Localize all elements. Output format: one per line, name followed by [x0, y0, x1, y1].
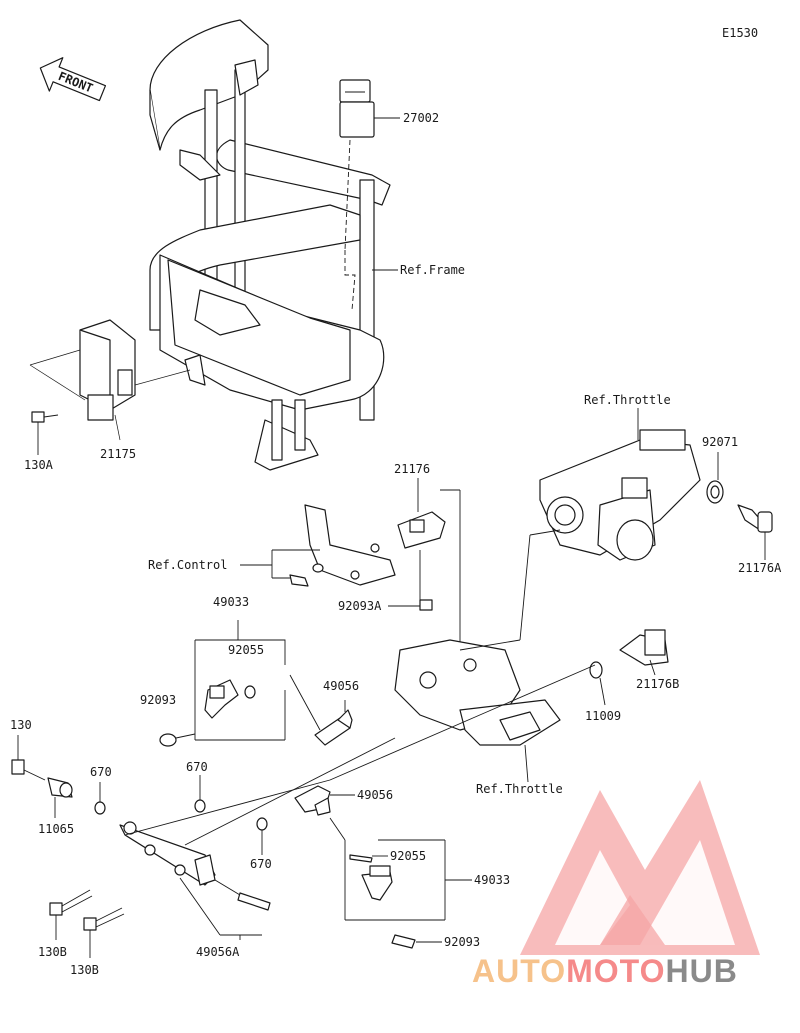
- label-49056A: 49056A: [196, 945, 240, 959]
- label-21176A: 21176A: [738, 561, 782, 575]
- grommet-92071: [706, 452, 724, 504]
- label-130: 130: [10, 718, 32, 732]
- oring-670-c: [256, 817, 268, 855]
- label-92093A: 92093A: [338, 599, 382, 613]
- bolt-130A: [31, 411, 59, 455]
- svg-text:AUTOMOTOHUB: AUTOMOTOHUB: [472, 953, 738, 989]
- connector-49056-mid: [294, 785, 355, 816]
- oring-670-a: [94, 782, 106, 815]
- automotohub-logo: [520, 780, 760, 955]
- label-130B-b: 130B: [70, 963, 99, 977]
- ecu-21175: [29, 319, 191, 441]
- label-670-c: 670: [250, 857, 272, 871]
- label-670-b: 670: [186, 760, 208, 774]
- label-92055-bottom: 92055: [390, 849, 426, 863]
- nut-92093A: [388, 599, 433, 611]
- front-label: FRONT: [56, 69, 95, 96]
- frame: [149, 19, 391, 471]
- damper-11065: [47, 777, 73, 818]
- label-92093-top: 92093: [140, 693, 176, 707]
- relay-27002: [339, 79, 400, 251]
- bolt-130B-b: [83, 907, 125, 958]
- label-92071: 92071: [702, 435, 738, 449]
- label-21175: 21175: [100, 447, 136, 461]
- label-49056-mid: 49056: [357, 788, 393, 802]
- label-49056-top: 49056: [323, 679, 359, 693]
- label-21176: 21176: [394, 462, 430, 476]
- injector-assembly-top: [159, 620, 286, 747]
- sensor-21176A: [737, 504, 773, 560]
- label-21176B: 21176B: [636, 677, 679, 691]
- watermark-hub: HUB: [665, 953, 737, 989]
- label-670-a: 670: [90, 765, 112, 779]
- label-27002: 27002: [403, 111, 439, 125]
- watermark-moto: MOTO: [566, 953, 665, 989]
- label-11009: 11009: [585, 709, 621, 723]
- label-ref-control: Ref.Control: [148, 558, 227, 572]
- oring-670-b: [194, 775, 206, 813]
- watermark-auto: AUTO: [472, 953, 566, 989]
- label-ref-throttle-top: Ref.Throttle: [584, 393, 671, 407]
- throttle-lower: [394, 529, 561, 783]
- ref-frame-leader: [344, 250, 398, 311]
- bolt-130B-a: [49, 889, 93, 940]
- connector-49056-top: [289, 674, 353, 746]
- label-92055-top: 92055: [228, 643, 264, 657]
- label-130A: 130A: [24, 458, 54, 472]
- injector-assembly-bottom: [329, 817, 472, 949]
- bolt-130: [11, 735, 46, 781]
- sensor-21176B: [619, 629, 669, 676]
- ref-control-leader: [240, 549, 324, 587]
- label-49033-top: 49033: [213, 595, 249, 609]
- bracket: [304, 504, 396, 586]
- sensor-21176: [397, 478, 461, 650]
- diagram-code: E1530: [722, 26, 758, 40]
- front-arrow: FRONT: [39, 57, 107, 102]
- oring-11009: [329, 661, 606, 781]
- label-ref-frame: Ref.Frame: [400, 263, 465, 277]
- leader-49056A: [179, 877, 262, 940]
- fuel-rail: [119, 737, 396, 911]
- throttle-body: [539, 408, 701, 561]
- label-130B-a: 130B: [38, 945, 67, 959]
- label-11065: 11065: [38, 822, 74, 836]
- label-92093-bottom: 92093: [444, 935, 480, 949]
- label-49033-bottom: 49033: [474, 873, 510, 887]
- label-ref-throttle-bottom: Ref.Throttle: [476, 782, 563, 796]
